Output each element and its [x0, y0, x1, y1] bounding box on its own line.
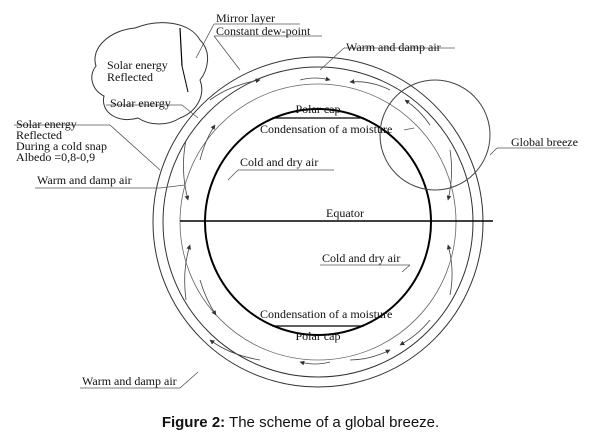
- condensation-top-label: Condensation of a moisture: [260, 122, 392, 136]
- dew-point-shell: [162, 66, 474, 378]
- solar-energy-reflected-label-1: Solar energy: [107, 58, 168, 72]
- cold-snap-label-3: During a cold snap: [16, 139, 107, 153]
- cold-snap-label-2: Reflected: [16, 128, 62, 142]
- global-breeze-label: Global breeze: [511, 135, 578, 149]
- solar-ray-reflected: [181, 65, 189, 93]
- cold-dry-air-bottom-label: Cold and dry air: [322, 251, 400, 265]
- solar-energy-label: Solar energy: [110, 96, 171, 110]
- global-breeze-circle: [379, 79, 491, 191]
- cold-snap-label-4: Albedo =0,8-0,9: [16, 150, 95, 164]
- figure-caption-label: Figure 2:: [161, 414, 226, 431]
- constant-dew-point-label: Constant dew-point: [216, 24, 311, 38]
- earth-circle: [204, 108, 432, 336]
- cold-dry-air-top-label: Cold and dry air: [240, 155, 318, 169]
- mirror-layer-label: Mirror layer: [216, 11, 275, 25]
- polar-cap-top-label: Polar cap: [296, 102, 341, 116]
- solar-ray-in: [179, 27, 183, 67]
- polar-cap-bottom-label: Polar cap: [296, 329, 341, 343]
- warm-damp-air-left-label: Warm and damp air: [37, 173, 132, 187]
- inner-air-shell: [179, 83, 457, 361]
- warm-damp-air-bottom-label: Warm and damp air: [82, 374, 177, 388]
- mirror-layer-shell: [152, 56, 484, 388]
- equator-label: Equator: [326, 206, 364, 220]
- warm-damp-air-top-label: Warm and damp air: [346, 40, 441, 54]
- cloud-shape: [91, 22, 208, 125]
- cold-snap-label-1: Solar energy: [16, 117, 77, 131]
- figure-caption: Figure 2: The scheme of a global breeze.: [0, 414, 601, 431]
- solar-energy-reflected-label-2: Reflected: [107, 70, 153, 84]
- figure-caption-text: The scheme of a global breeze.: [225, 414, 440, 431]
- condensation-bottom-label: Condensation of a moisture: [260, 307, 392, 321]
